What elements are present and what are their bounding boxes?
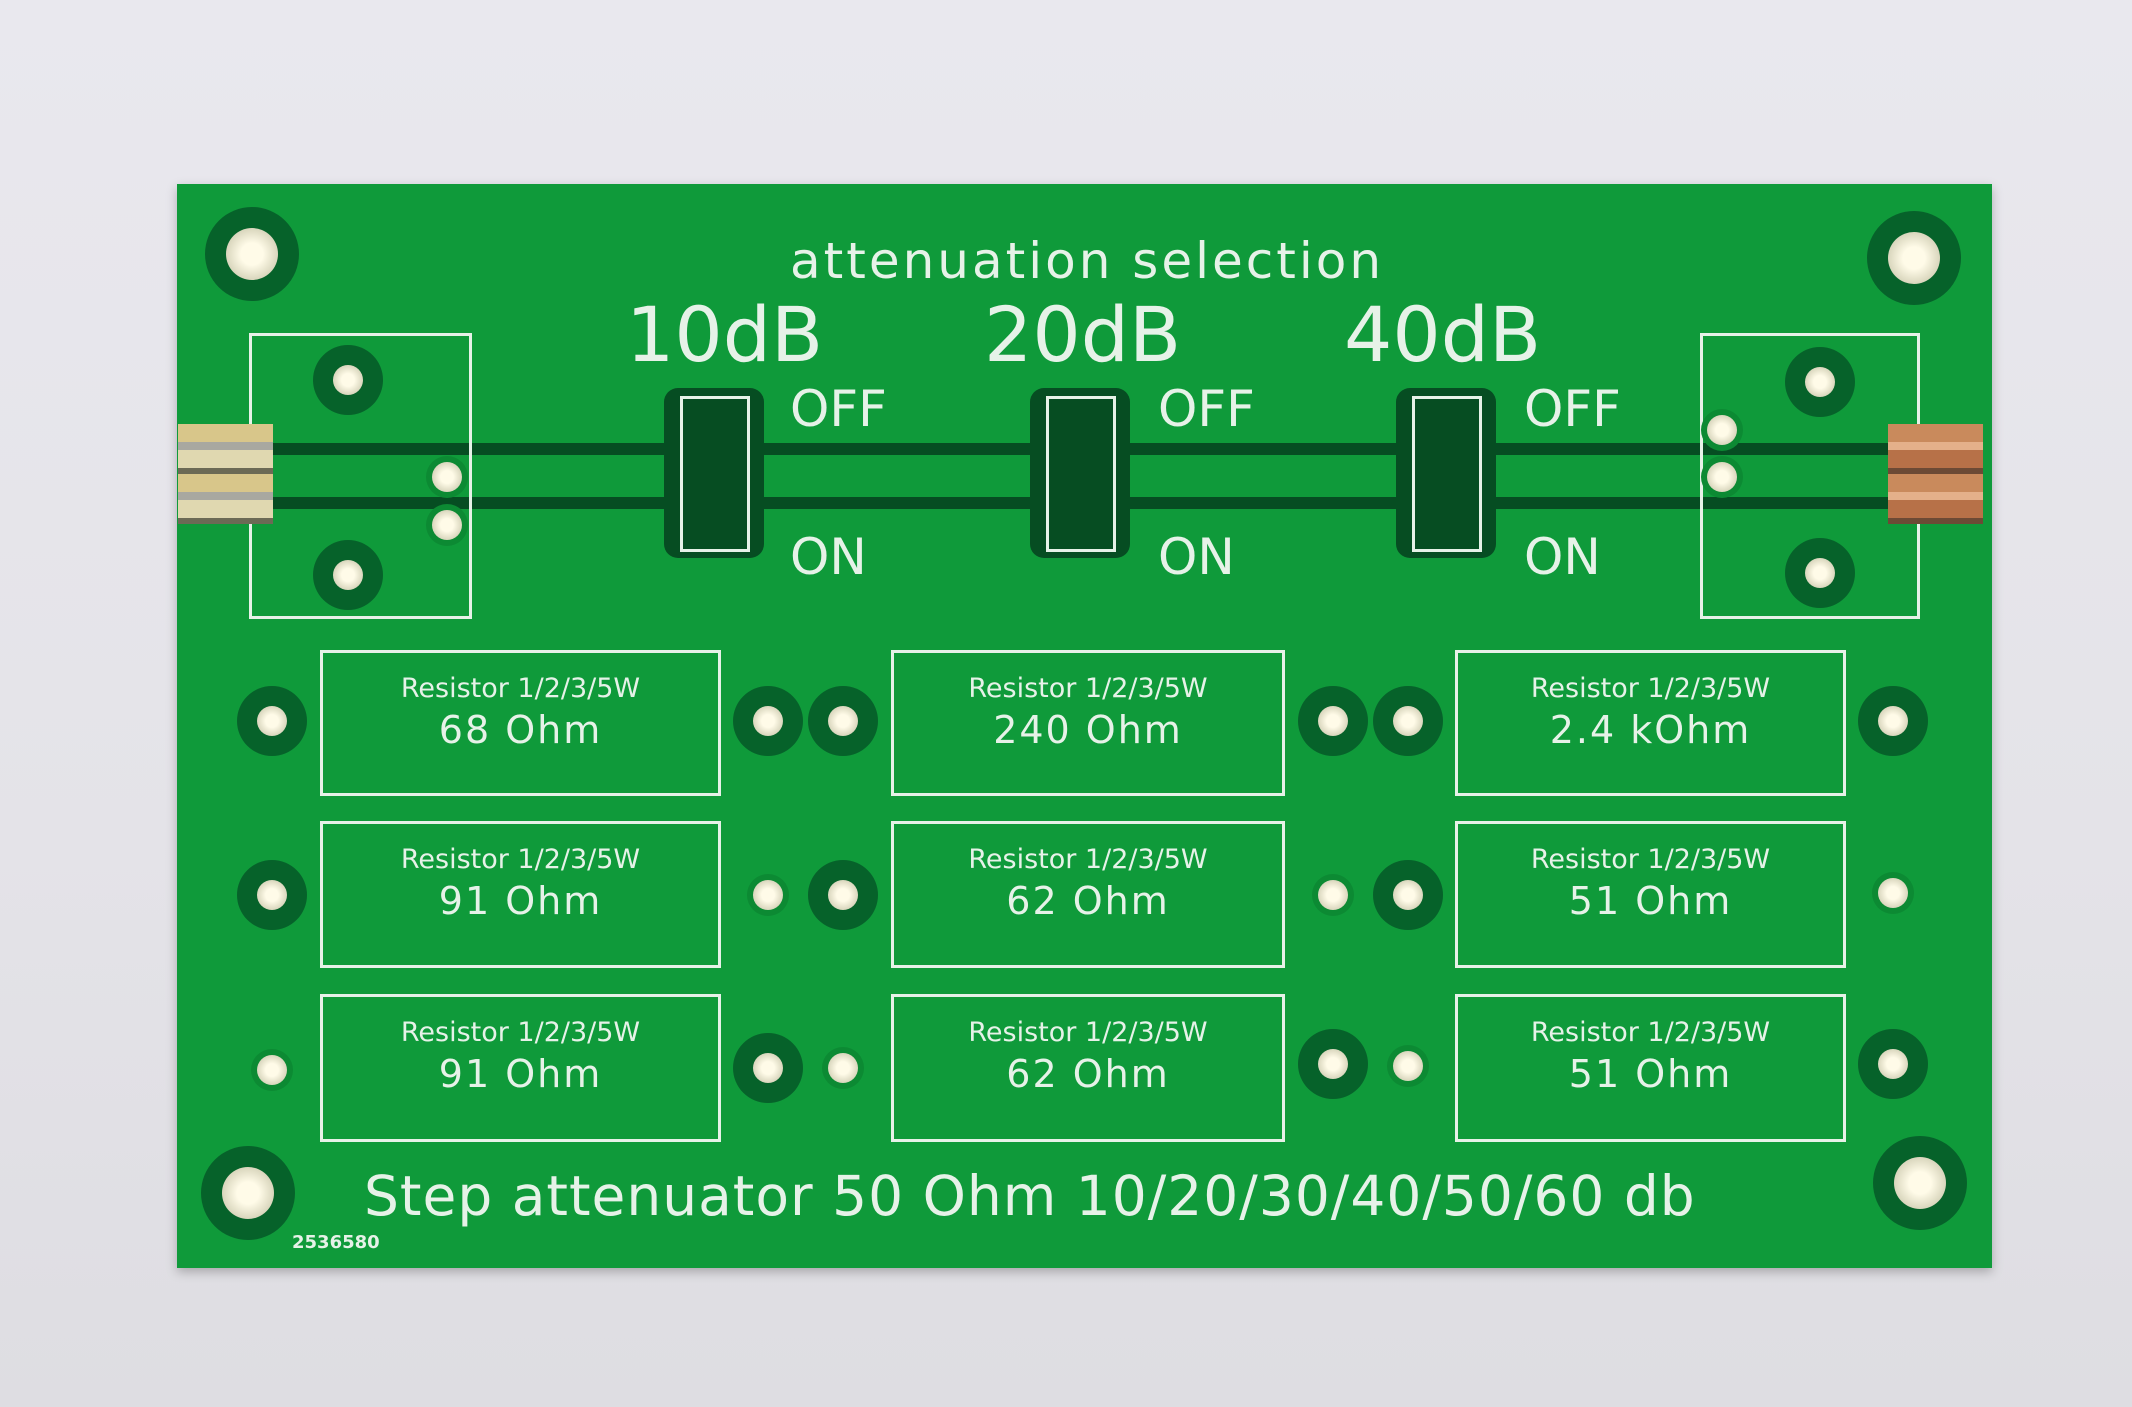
resistor-type: Resistor 1/2/3/5W [1530, 844, 1771, 875]
switch-20db-label: 20dB [984, 290, 1182, 379]
mounting-hole [1867, 211, 1961, 305]
right-sma-connector-pad [1888, 424, 1983, 524]
mounting-hole [205, 207, 299, 301]
resistor-type: Resistor 1/2/3/5W [400, 844, 641, 875]
switch-20db-on: ON [1158, 528, 1235, 586]
mounting-hole [1873, 1136, 1967, 1230]
switch-10db-footprint [664, 388, 764, 558]
resistor-type: Resistor 1/2/3/5W [400, 1017, 641, 1048]
connector-pin [1701, 409, 1743, 451]
resistor-pad [1312, 874, 1354, 916]
connector-pin [426, 504, 468, 546]
switch-10db-label: 10dB [626, 290, 824, 379]
resistor-pad [1373, 860, 1443, 930]
pcb-board [177, 184, 1992, 1268]
resistor-value: 68 Ohm [438, 708, 603, 752]
switch-40db-label: 40dB [1344, 290, 1542, 379]
resistor-pad [1373, 686, 1443, 756]
switch-40db-on: ON [1524, 528, 1601, 586]
resistor-pad [808, 686, 878, 756]
resistor-type: Resistor 1/2/3/5W [1530, 1017, 1771, 1048]
resistor-r1: Resistor 1/2/3/5W 68 Ohm [320, 650, 721, 796]
connector-pin [426, 456, 468, 498]
resistor-pad [822, 1047, 864, 1089]
connector-hole [313, 345, 383, 415]
resistor-r7: Resistor 1/2/3/5W 91 Ohm [320, 994, 721, 1142]
resistor-value: 240 Ohm [993, 708, 1183, 752]
switch-20db-off: OFF [1158, 380, 1255, 438]
resistor-r8: Resistor 1/2/3/5W 62 Ohm [891, 994, 1285, 1142]
switch-20db-footprint [1030, 388, 1130, 558]
resistor-r5: Resistor 1/2/3/5W 62 Ohm [891, 821, 1285, 968]
resistor-r3: Resistor 1/2/3/5W 2.4 kOhm [1455, 650, 1846, 796]
resistor-pad [1298, 686, 1368, 756]
resistor-pad [1298, 1029, 1368, 1099]
resistor-pad [733, 1033, 803, 1103]
resistor-value: 91 Ohm [438, 879, 603, 923]
resistor-pad [1858, 1029, 1928, 1099]
resistor-value: 51 Ohm [1568, 1052, 1733, 1096]
resistor-pad [237, 860, 307, 930]
resistor-r2: Resistor 1/2/3/5W 240 Ohm [891, 650, 1285, 796]
left-sma-connector-pad [178, 424, 273, 524]
resistor-value: 62 Ohm [1006, 1052, 1170, 1096]
resistor-type: Resistor 1/2/3/5W [968, 844, 1208, 875]
resistor-value: 91 Ohm [438, 1052, 603, 1096]
board-serial-number: 2536580 [292, 1232, 380, 1253]
switch-10db-on: ON [790, 528, 867, 586]
resistor-type: Resistor 1/2/3/5W [968, 1017, 1208, 1048]
resistor-pad [1387, 1045, 1429, 1087]
resistor-r4: Resistor 1/2/3/5W 91 Ohm [320, 821, 721, 968]
resistor-pad [251, 1049, 293, 1091]
resistor-pad [733, 686, 803, 756]
switch-40db-footprint [1396, 388, 1496, 558]
resistor-pad [237, 686, 307, 756]
resistor-value: 51 Ohm [1568, 879, 1733, 923]
resistor-pad [1872, 872, 1914, 914]
resistor-value: 62 Ohm [1006, 879, 1170, 923]
connector-pin [1701, 456, 1743, 498]
resistor-pad [808, 860, 878, 930]
resistor-value: 2.4 kOhm [1549, 708, 1752, 752]
resistor-type: Resistor 1/2/3/5W [968, 673, 1208, 704]
board-description: Step attenuator 50 Ohm 10/20/30/40/50/60… [364, 1164, 1696, 1228]
resistor-r6: Resistor 1/2/3/5W 51 Ohm [1455, 821, 1846, 968]
attenuation-selection-title: attenuation selection [790, 232, 1385, 290]
switch-10db-off: OFF [790, 380, 887, 438]
connector-hole [313, 540, 383, 610]
resistor-pad [1858, 686, 1928, 756]
connector-hole [1785, 347, 1855, 417]
mounting-hole [201, 1146, 295, 1240]
connector-hole [1785, 538, 1855, 608]
switch-40db-off: OFF [1524, 380, 1621, 438]
resistor-r9: Resistor 1/2/3/5W 51 Ohm [1455, 994, 1846, 1142]
resistor-type: Resistor 1/2/3/5W [1530, 673, 1771, 704]
resistor-pad [747, 874, 789, 916]
resistor-type: Resistor 1/2/3/5W [400, 673, 641, 704]
